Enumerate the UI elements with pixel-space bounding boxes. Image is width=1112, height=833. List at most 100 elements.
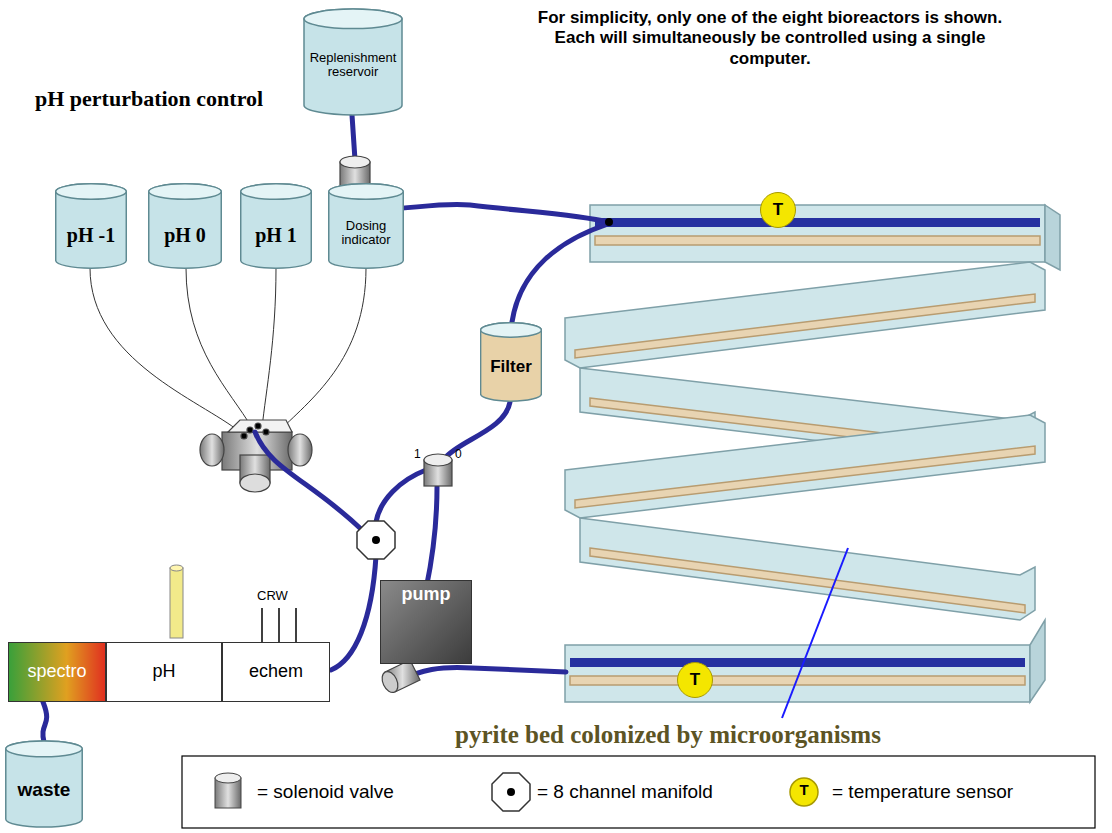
illustration-part	[575, 294, 1035, 358]
illustration-part	[379, 660, 420, 695]
illustration-part	[255, 432, 362, 530]
legend-text: = temperature sensor	[832, 781, 1013, 803]
cylinder-part	[56, 184, 127, 268]
illustration-part	[240, 474, 270, 492]
illustration-part	[170, 565, 183, 571]
legend-sensor-letter: T	[790, 781, 818, 799]
indicator-tank: Dosing indicator	[328, 183, 404, 269]
legend-text: = 8 channel manifold	[537, 781, 713, 803]
spectro-box: spectro	[8, 642, 106, 702]
ph-tank: pH 1	[240, 183, 312, 269]
legend-sample	[215, 773, 241, 808]
node-text: Filter	[490, 358, 532, 377]
illustration-part	[512, 224, 608, 322]
illustration-part	[228, 420, 292, 432]
illustration-part	[255, 423, 261, 429]
illustration-part	[570, 658, 1025, 667]
illustration-part	[1045, 205, 1060, 270]
cylinder-part	[241, 184, 312, 268]
illustration-part	[261, 608, 263, 642]
node-text: pH	[152, 662, 175, 682]
cylinder-part	[304, 9, 402, 28]
illustration-part	[590, 205, 1045, 262]
illustration-part	[200, 434, 224, 466]
group-heading: pH perturbation control	[35, 86, 263, 112]
legend-sample-part	[215, 773, 241, 783]
cylinder-part	[329, 184, 403, 268]
filter: Filter	[480, 322, 542, 402]
valve-port-label: 1	[414, 447, 426, 461]
legend-sample-part	[507, 788, 515, 796]
illustration-part	[182, 756, 1095, 828]
illustration-part	[295, 608, 297, 642]
node-text: pH -1	[67, 224, 115, 246]
illustration-part	[170, 568, 183, 638]
illustration-part	[90, 268, 240, 432]
node-text: T	[690, 671, 700, 690]
legend-text: = solenoid valve	[257, 781, 394, 803]
cylinder-part	[149, 184, 222, 268]
illustration-part	[331, 556, 376, 670]
illustration-part	[247, 427, 253, 433]
temperature-sensor: T	[760, 192, 796, 228]
illustration-part	[262, 268, 276, 428]
cylinder-part	[6, 741, 82, 827]
illustration-part	[278, 608, 280, 642]
cylinder-part	[149, 184, 222, 199]
electrode-label: CRW	[257, 588, 288, 604]
illustration-part	[445, 402, 510, 458]
ph-meter-box: pH	[106, 642, 222, 702]
illustration-part	[580, 518, 1035, 620]
illustration-part	[90, 268, 366, 434]
illustration-part	[352, 115, 355, 160]
cylinder-part	[56, 184, 127, 199]
illustration-part	[276, 268, 366, 434]
illustration-part	[379, 669, 401, 695]
cylinder-part	[329, 184, 403, 199]
illustration-part	[241, 433, 247, 439]
illustration-part	[605, 218, 613, 226]
ph-tank: pH 0	[148, 183, 222, 269]
cylinder-part	[481, 323, 542, 337]
illustration-part	[340, 156, 370, 168]
illustration-part	[1030, 620, 1045, 702]
illustration-part	[262, 608, 296, 642]
illustration-part	[376, 470, 426, 522]
echem-box: echem	[222, 642, 330, 702]
tube-connector	[43, 702, 47, 742]
illustration-part	[288, 434, 312, 466]
node-text: pH 1	[255, 224, 297, 246]
illustration-part	[357, 521, 395, 559]
pump-box: pump	[380, 580, 472, 664]
illustration-part	[424, 454, 452, 466]
legend-sample-part	[492, 773, 530, 811]
illustration-part	[186, 268, 252, 428]
cylinder-part	[481, 323, 542, 401]
cylinder-part	[6, 741, 82, 757]
illustration-part	[595, 236, 1040, 245]
cylinder-part	[241, 184, 312, 199]
node-text: Replenishment reservoir	[306, 51, 400, 80]
callout-label: pyrite bed colonized by microorganisms	[455, 720, 881, 750]
illustration-part	[565, 205, 1060, 702]
legend-sample	[790, 778, 818, 806]
illustration-part	[372, 536, 380, 544]
note: For simplicity, only one of the eight bi…	[520, 8, 1020, 69]
illustration-part	[402, 668, 566, 681]
waste-tank: waste	[5, 740, 83, 828]
ph-tank: pH -1	[55, 183, 127, 269]
valve-port-label: 0	[455, 447, 467, 461]
node-text: T	[773, 201, 783, 220]
illustration-part	[782, 548, 848, 718]
reservoir: Replenishment reservoir	[303, 8, 403, 116]
node-text: waste	[18, 780, 71, 801]
node-text: pump	[402, 585, 451, 605]
node-text: pH 0	[164, 224, 206, 246]
legend-sample-part	[790, 778, 818, 806]
illustration-part	[595, 218, 1040, 227]
temperature-sensor: T	[677, 662, 713, 698]
node-text: echem	[249, 662, 303, 682]
illustration-part	[565, 415, 1045, 518]
